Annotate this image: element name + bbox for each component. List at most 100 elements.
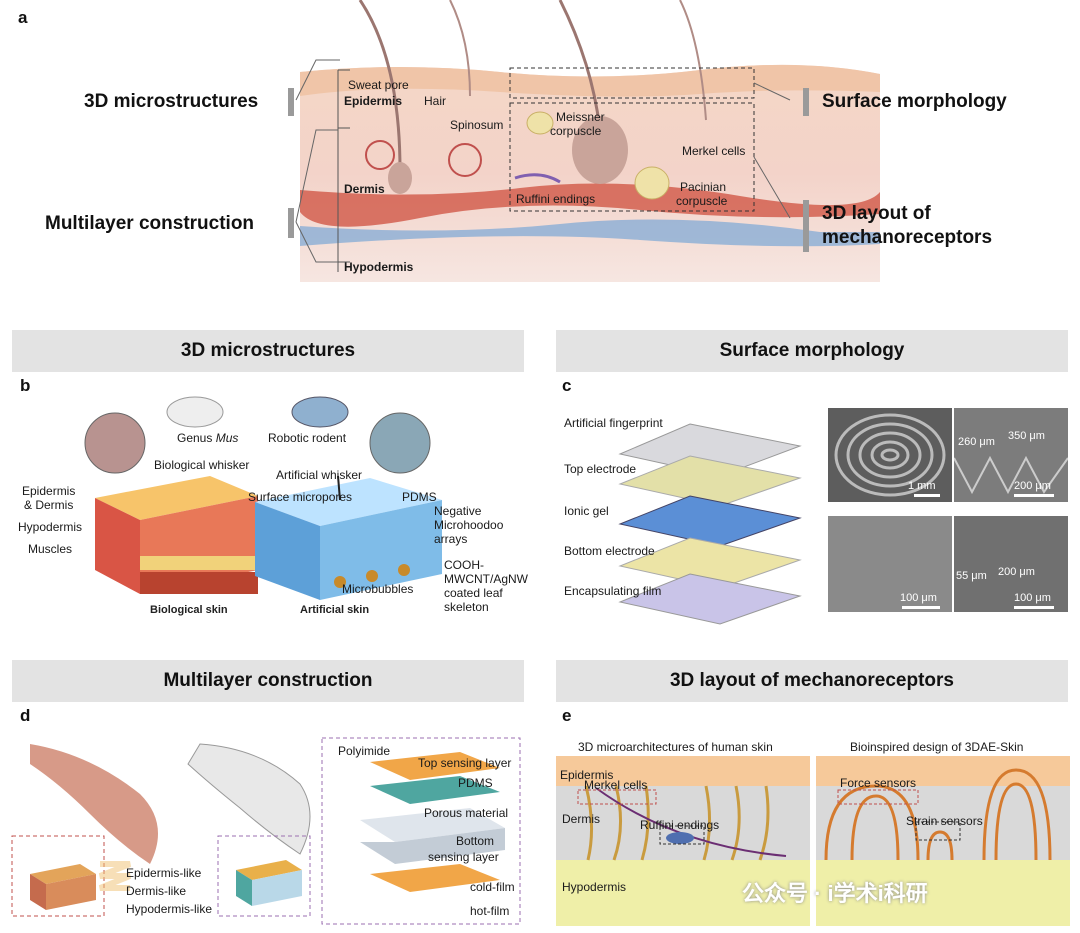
label-strain-sensors: Strain sensors bbox=[906, 814, 983, 828]
panel-label-d: d bbox=[20, 706, 31, 725]
label-bottom-electrode: Bottom electrode bbox=[564, 544, 655, 558]
mouse-whisker-zoom bbox=[84, 412, 146, 474]
panel-label-e: e bbox=[562, 706, 572, 725]
label-top-electrode: Top electrode bbox=[564, 462, 637, 476]
label-sensing-layer: sensing layer bbox=[428, 850, 499, 864]
header-surface-morphology: Surface morphology bbox=[556, 330, 1068, 372]
label-hypodermis: Hypodermis bbox=[344, 260, 414, 274]
label-e-hypodermis: Hypodermis bbox=[562, 880, 627, 894]
sem-micropores-cross: 55 μm 200 μm 100 μm bbox=[954, 516, 1068, 612]
label-skeleton: skeleton bbox=[444, 600, 489, 614]
label-bottom: Bottom bbox=[456, 834, 495, 848]
label-sweat-pore: Sweat pore bbox=[348, 78, 409, 92]
label-genus-mus: Genus Mus bbox=[177, 431, 239, 445]
label-pacinian: Pacinian bbox=[680, 180, 727, 194]
a-label-layout-2: mechanoreceptors bbox=[822, 227, 993, 248]
panel-label-a: a bbox=[18, 8, 28, 27]
label-arrays: arrays bbox=[434, 532, 468, 546]
panel-b-illustration bbox=[84, 396, 442, 600]
label-e-ruffini: Ruffini endings bbox=[640, 818, 720, 832]
a-label-surface-morphology: Surface morphology bbox=[822, 91, 1007, 112]
label-artificial-fingerprint: Artificial fingerprint bbox=[564, 416, 663, 430]
label-e-epidermis: Epidermis bbox=[560, 768, 614, 782]
label-b-dermis: & Dermis bbox=[24, 498, 74, 512]
bracket-mechanoreceptors bbox=[803, 200, 809, 252]
sem-fingerprint-top: 1 mm bbox=[828, 408, 952, 502]
sem3-scale-bar bbox=[902, 606, 940, 609]
bracket-surface-morphology bbox=[803, 88, 809, 116]
label-mwcnt: MWCNT/AgNW bbox=[444, 572, 528, 586]
label-polyimide: Polyimide bbox=[338, 744, 391, 758]
panel-label-b: b bbox=[20, 376, 31, 395]
label-meissner-corpuscle: corpuscle bbox=[550, 124, 602, 138]
label-encapsulating-film: Encapsulating film bbox=[564, 584, 662, 598]
label-cold-film: cold-film bbox=[470, 880, 515, 894]
label-negative: Negative bbox=[434, 504, 482, 518]
bracket-multilayer bbox=[288, 208, 294, 238]
label-dermis-like: Dermis-like bbox=[126, 884, 186, 898]
sem-micropores-top: 100 μm bbox=[828, 516, 952, 612]
caption-biological-skin: Biological skin bbox=[150, 604, 228, 616]
sem4-scale-bar bbox=[1014, 606, 1054, 609]
panel-e-illustration bbox=[556, 756, 1070, 926]
sem4-height-label: 55 μm bbox=[956, 570, 987, 582]
robotic-hand bbox=[187, 743, 311, 855]
label-porous-material: Porous material bbox=[424, 806, 509, 820]
sem4-width-label: 200 μm bbox=[998, 566, 1035, 578]
skin-cross-section bbox=[295, 0, 880, 282]
label-ionic-gel: Ionic gel bbox=[564, 504, 609, 518]
header-mechanoreceptors: 3D layout of mechanoreceptors bbox=[556, 660, 1068, 702]
label-b-muscles: Muscles bbox=[28, 542, 73, 556]
robotic-rodent-icon bbox=[291, 396, 349, 428]
e-left-title: 3D microarchitectures of human skin bbox=[578, 740, 773, 754]
label-e-merkel: Merkel cells bbox=[584, 778, 648, 792]
label-ruffini: Ruffini endings bbox=[516, 192, 596, 206]
label-microhoodoo: Microhoodoo bbox=[434, 518, 504, 532]
label-spinosum: Spinosum bbox=[450, 118, 504, 132]
header-3d-microstructures: 3D microstructures bbox=[12, 330, 524, 372]
caption-artificial-skin: Artificial skin bbox=[300, 604, 370, 616]
sem2-height-label: 260 μm bbox=[958, 436, 995, 448]
human-hand bbox=[30, 744, 158, 864]
label-biological-whisker: Biological whisker bbox=[154, 458, 250, 472]
sem3-scale-label: 100 μm bbox=[900, 592, 937, 604]
label-microbubbles: Microbubbles bbox=[342, 582, 414, 596]
label-meissner: Meissner bbox=[556, 110, 605, 124]
label-cooh: COOH- bbox=[444, 558, 484, 572]
a-label-layout-1: 3D layout of bbox=[822, 203, 931, 224]
label-pacinian-corpuscle: corpuscle bbox=[676, 194, 728, 208]
label-d-pdms: PDMS bbox=[458, 776, 493, 790]
label-epidermis-like: Epidermis-like bbox=[126, 866, 202, 880]
label-coated-leaf: coated leaf bbox=[444, 586, 503, 600]
label-hot-film: hot-film bbox=[470, 904, 510, 918]
label-surface-micropores: Surface micropores bbox=[248, 490, 353, 504]
panel-d-illustration bbox=[11, 737, 521, 925]
mouse-icon bbox=[166, 396, 224, 428]
label-force-sensors: Force sensors bbox=[840, 776, 917, 790]
bracket-3d-microstructures bbox=[288, 88, 294, 116]
label-b-epidermis: Epidermis bbox=[22, 484, 76, 498]
sem1-scale-label: 1 mm bbox=[908, 480, 936, 492]
label-robotic-rodent: Robotic rodent bbox=[268, 431, 347, 445]
watermark: 公众号 · i学术i科研 bbox=[742, 881, 928, 906]
sem2-scale-label: 200 μm bbox=[1014, 480, 1051, 492]
label-hypodermis-like: Hypodermis-like bbox=[126, 902, 213, 916]
label-top-sensing-layer: Top sensing layer bbox=[418, 756, 512, 770]
robot-whisker-zoom bbox=[369, 412, 431, 474]
label-b-pdms: PDMS bbox=[402, 490, 437, 504]
a-label-multilayer: Multilayer construction bbox=[45, 213, 255, 234]
label-epidermis: Epidermis bbox=[344, 94, 403, 108]
label-merkel-cells: Merkel cells bbox=[682, 144, 746, 158]
sem1-scale-bar bbox=[914, 494, 940, 497]
label-b-hypodermis: Hypodermis bbox=[18, 520, 83, 534]
sem2-scale-bar bbox=[1014, 494, 1054, 497]
sem-fingerprint-cross: 260 μm 350 μm 200 μm bbox=[954, 408, 1068, 502]
label-artificial-whisker: Artificial whisker bbox=[276, 468, 363, 482]
a-label-3d-microstructures: 3D microstructures bbox=[84, 91, 259, 112]
panel-label-c: c bbox=[562, 376, 572, 395]
label-e-dermis: Dermis bbox=[562, 812, 600, 826]
panel-c-layer-stack bbox=[618, 423, 802, 625]
header-multilayer: Multilayer construction bbox=[12, 660, 524, 702]
sem4-scale-label: 100 μm bbox=[1014, 592, 1051, 604]
label-dermis: Dermis bbox=[344, 182, 385, 196]
